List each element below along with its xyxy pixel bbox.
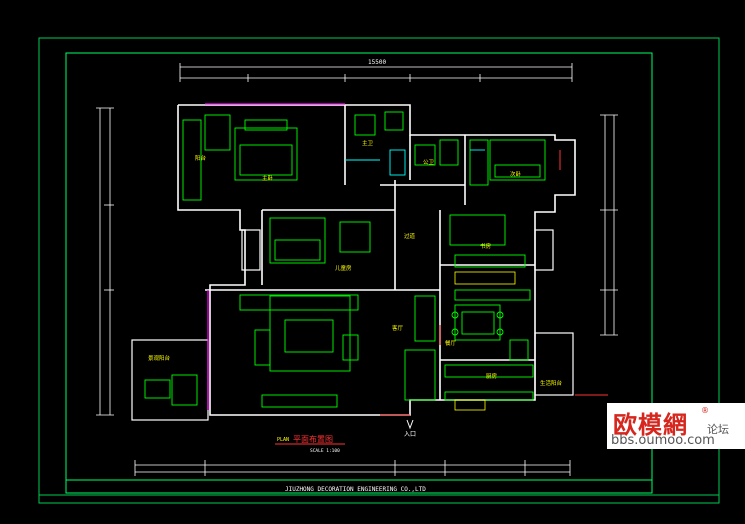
overall-width-label: 15500 <box>368 59 386 66</box>
label-corridor: 过道 <box>404 232 416 240</box>
room-labels: 主卧 主卫 公卫 次卧 儿童房 过道 书房 客厅 餐厅 厨房 阳台 景观阳台 生… <box>148 139 563 387</box>
registered-mark: ® <box>701 406 709 415</box>
label-bedroom-3: 儿童房 <box>335 264 352 272</box>
watermark-logo: 欧模網 ® 论坛 bbs.oumoo.com <box>607 403 745 449</box>
entrance-label: 入口 <box>404 431 416 438</box>
label-balcony-2: 景观阳台 <box>148 354 171 362</box>
left-dimensions <box>96 107 114 416</box>
inner-frame <box>65 52 653 494</box>
plan-scale: SCALE 1:100 <box>310 448 340 454</box>
yellow-furniture <box>454 271 516 411</box>
accent-marks <box>380 150 608 416</box>
label-bath-1: 主卫 <box>362 139 374 147</box>
top-dimensions <box>179 63 573 82</box>
furniture <box>144 111 546 408</box>
bathroom-fixtures <box>345 149 485 176</box>
label-balcony-1: 阳台 <box>195 154 207 162</box>
entrance-arrow <box>406 419 414 430</box>
label-study: 书房 <box>480 242 492 250</box>
company-name: JIUZHONG DECORATION ENGINEERING CO.,LTD <box>285 486 426 493</box>
watermark-brand: 欧模網 <box>613 410 688 439</box>
balconies <box>131 229 574 421</box>
label-master-bedroom: 主卧 <box>262 174 274 182</box>
label-bedroom-2: 次卧 <box>510 170 522 178</box>
watermark-url: bbs.oumoo.com <box>611 433 715 448</box>
label-utility: 生活阳台 <box>540 379 563 387</box>
label-living: 客厅 <box>392 324 404 332</box>
plan-title: 平面布置图 <box>293 434 333 444</box>
label-kitchen: 厨房 <box>486 372 498 380</box>
bottom-dimensions <box>134 460 571 476</box>
label-dining: 餐厅 <box>445 339 457 347</box>
right-dimensions <box>600 114 618 336</box>
watermark-forum: 论坛 <box>707 423 729 436</box>
walls <box>177 104 576 416</box>
plan-prefix: PLAN <box>277 437 289 443</box>
windows <box>205 103 345 410</box>
label-bath-2: 公卫 <box>423 159 435 166</box>
outer-frame <box>38 37 720 504</box>
